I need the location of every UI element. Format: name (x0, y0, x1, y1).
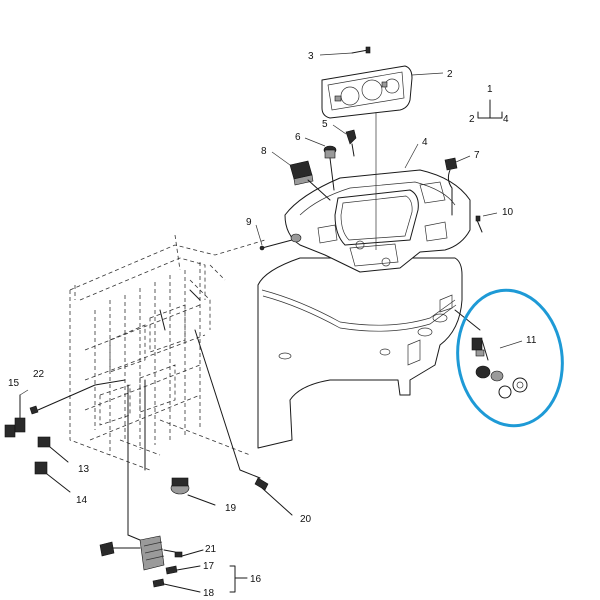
sensor-part-20 (254, 477, 293, 516)
callout-4: 4 (422, 137, 428, 148)
callout-4-range: 4 (503, 114, 509, 125)
instrument-cluster (321, 65, 413, 250)
key-switch-part-11 (454, 309, 528, 399)
callout-8: 8 (261, 146, 267, 157)
callout-18: 18 (203, 588, 215, 599)
callout-5: 5 (322, 119, 328, 130)
callout-2-range: 2 (469, 114, 475, 125)
callout-labels: 3 2 1 2 4 5 6 4 8 7 10 9 11 15 22 13 14 … (8, 51, 537, 599)
knob-part-6 (323, 145, 337, 191)
screw-part-9 (259, 233, 302, 251)
relay-part-17 (165, 565, 201, 575)
highlight-circle (456, 288, 564, 428)
relay-part-18 (152, 578, 201, 593)
screw-part-3 (351, 46, 371, 54)
dash-panel (284, 169, 471, 273)
callout-10: 10 (502, 207, 514, 218)
sensor-part-22 (29, 384, 96, 415)
leader-21 (181, 549, 204, 557)
callout-21: 21 (205, 544, 217, 555)
clip-part-5 (345, 129, 357, 157)
callout-17: 17 (203, 561, 215, 572)
fastener-part-10 (475, 215, 483, 233)
relay-part-14 (34, 461, 71, 493)
connector-part-7 (444, 157, 458, 216)
callout-11: 11 (526, 335, 537, 346)
relay-part-15 (4, 394, 26, 438)
cowl-body (257, 257, 463, 449)
callout-19: 19 (225, 503, 237, 514)
wiring-harness (94, 289, 261, 536)
callout-2: 2 (447, 69, 453, 80)
callout-22: 22 (33, 369, 45, 380)
callout-3: 3 (308, 51, 314, 62)
callout-6: 6 (295, 132, 301, 143)
callout-7: 7 (474, 150, 480, 161)
callout-16: 16 (250, 574, 262, 585)
chassis-frame (69, 234, 266, 471)
relay-part-13 (37, 436, 69, 463)
horn-part-19 (170, 477, 216, 506)
bracket-16 (229, 565, 248, 593)
callout-1: 1 (487, 84, 493, 95)
callout-13: 13 (78, 464, 90, 475)
bracket-1 (477, 99, 503, 119)
callout-15: 15 (8, 378, 20, 389)
callout-14: 14 (76, 495, 88, 506)
callout-20: 20 (300, 514, 312, 525)
harness-part-16 (99, 534, 183, 571)
callout-9: 9 (246, 217, 252, 228)
leader-lines (19, 52, 523, 396)
switch-part-8 (289, 160, 331, 201)
